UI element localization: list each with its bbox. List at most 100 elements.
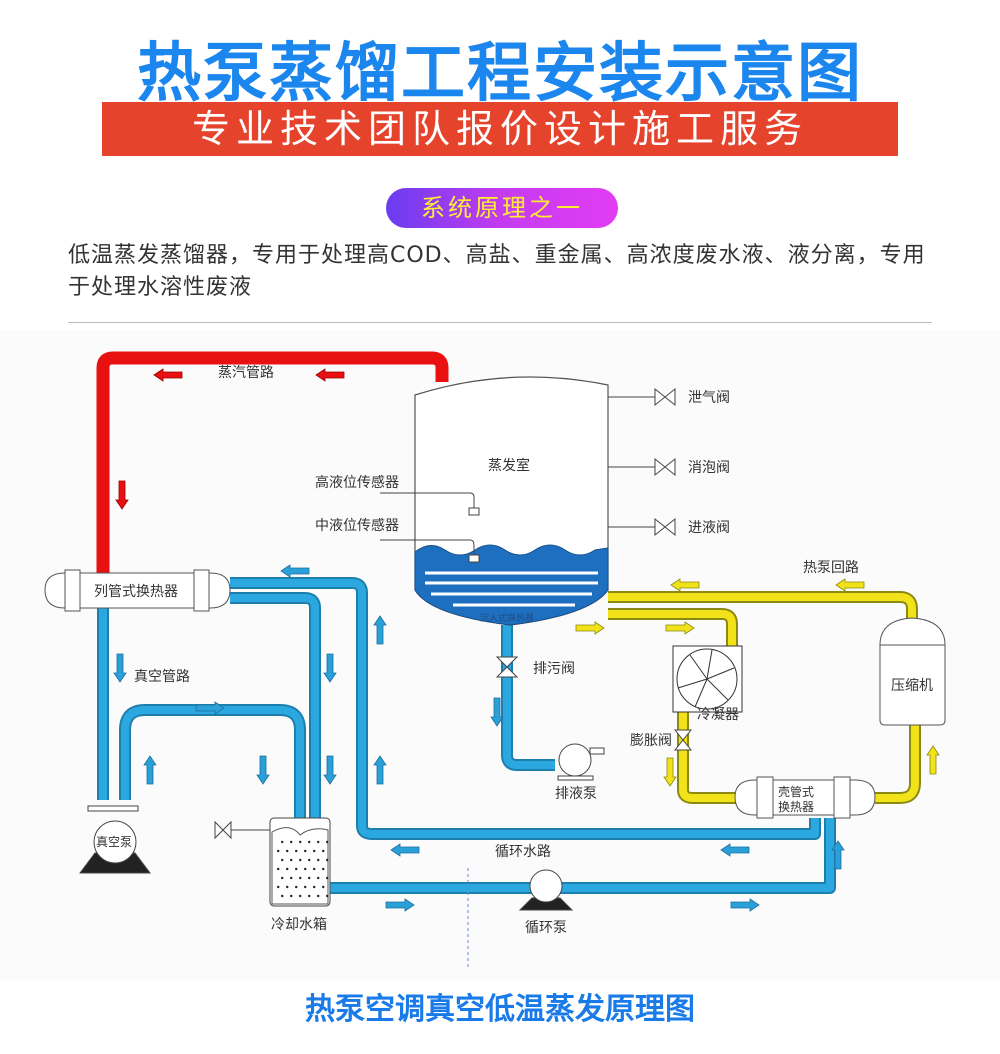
divider <box>68 322 932 323</box>
water-dot <box>313 867 316 871</box>
water-dot <box>295 849 298 853</box>
compressor <box>879 617 946 726</box>
flow-arrow-icon <box>195 701 225 715</box>
section-pill: 系统原理之一 <box>386 188 618 228</box>
high-level-sensor-icon <box>468 507 480 516</box>
label-evaporation-chamber: 蒸发室 <box>488 457 530 474</box>
mid-level-sensor-icon <box>468 554 480 563</box>
water-dot <box>317 894 320 898</box>
water-dot <box>281 858 284 862</box>
water-dot <box>299 858 302 862</box>
refrigerant-pipes-outline <box>608 591 921 804</box>
water-dot <box>304 867 307 871</box>
flow-arrow-icon <box>575 621 605 635</box>
water-pipes <box>99 579 834 892</box>
flow-arrow-icon <box>113 653 127 683</box>
drain-valve-icon <box>495 656 519 678</box>
label-immersed-heat-exchanger: 沉入式换热器 <box>480 612 534 624</box>
water-dot <box>304 885 307 889</box>
water-dot <box>299 876 302 880</box>
label-circulation-water-line: 循环水路 <box>495 844 551 860</box>
flow-arrow-icon <box>280 564 310 578</box>
description-text: 低温蒸发蒸馏器，专用于处理高COD、高盐、重金属、高浓度废水液、液分离，专用于处… <box>68 243 926 300</box>
water-dot <box>277 849 280 853</box>
tank-side-valve-icon <box>214 820 232 840</box>
water-dot <box>317 876 320 880</box>
circulation-pump <box>518 869 574 911</box>
vent-valve-icon <box>654 387 676 407</box>
water-dot <box>277 885 280 889</box>
water-dot <box>290 858 293 862</box>
water-dot <box>286 867 289 871</box>
flow-arrow-icon <box>730 898 760 912</box>
water-dot <box>322 867 325 871</box>
tank-valves <box>214 387 693 840</box>
flow-arrow-icon <box>390 843 420 857</box>
label-shell-tube-exchanger: 壳管式换热器 <box>778 784 814 814</box>
refrigerant-pipes <box>608 593 919 802</box>
water-dot <box>317 840 320 844</box>
liquid-body <box>414 544 609 626</box>
flow-arrow-icon <box>665 621 695 635</box>
label-high-level-sensor: 高液位传感器 <box>315 474 399 491</box>
defoam-valve-icon <box>654 457 676 477</box>
water-dot <box>322 849 325 853</box>
water-dot <box>313 885 316 889</box>
water-dot <box>304 849 307 853</box>
steam-pipe <box>96 351 449 575</box>
flow-arrow-icon <box>115 480 129 510</box>
label-vacuum-line: 真空管路 <box>134 669 190 685</box>
label-inlet-valve: 进液阀 <box>688 520 730 536</box>
flow-arrow-icon <box>373 755 387 785</box>
flow-arrow-icon <box>831 840 845 870</box>
water-dot <box>326 894 329 898</box>
flow-arrow-icon <box>256 755 270 785</box>
flow-arrow-icon <box>926 745 940 775</box>
label-expansion-valve: 膨胀阀 <box>630 732 672 749</box>
water-dot <box>286 849 289 853</box>
water-dot <box>326 858 329 862</box>
water-dot <box>299 894 302 898</box>
shell-tube-exchanger <box>734 776 876 819</box>
water-dot <box>290 840 293 844</box>
label-tube-heat-exchanger: 列管式换热器 <box>94 583 178 600</box>
flow-arrow-icon <box>315 368 345 382</box>
water-dot <box>322 885 325 889</box>
expansion-valve-icon <box>673 729 693 751</box>
label-cooling-water-tank: 冷却水箱 <box>271 917 327 933</box>
label-drain-pump: 排液泵 <box>555 786 597 802</box>
water-dot <box>295 867 298 871</box>
vacuum-pump <box>79 805 151 874</box>
page-title: 热泵蒸馏工程安装示意图 <box>137 37 863 111</box>
label-defoam-valve: 消泡阀 <box>688 460 730 476</box>
water-dot <box>308 894 311 898</box>
diagram-caption: 热泵空调真空低温蒸发原理图 <box>305 992 695 1027</box>
flow-arrows <box>113 368 940 912</box>
flow-arrow-icon <box>323 755 337 785</box>
flow-arrow-icon <box>720 843 750 857</box>
inlet-valve-icon <box>654 517 676 537</box>
water-dot <box>281 876 284 880</box>
flow-arrow-icon <box>663 757 677 787</box>
water-dot <box>317 858 320 862</box>
flow-arrow-icon <box>373 615 387 645</box>
condenser-fan-icon <box>672 645 743 713</box>
water-dot <box>277 867 280 871</box>
water-dot <box>286 885 289 889</box>
water-dot <box>290 894 293 898</box>
water-dot <box>290 876 293 880</box>
flow-arrow-icon <box>490 697 504 727</box>
label-vacuum-pump: 真空泵 <box>96 835 132 849</box>
water-dot <box>326 876 329 880</box>
label-vent-valve: 泄气阀 <box>688 390 730 406</box>
flow-arrow-icon <box>153 368 183 382</box>
water-dot <box>313 849 316 853</box>
cooling-water-tank <box>269 817 331 907</box>
label-condenser: 冷凝器 <box>697 707 739 723</box>
water-pipes-outline <box>97 577 836 894</box>
immersed-coil <box>425 571 598 607</box>
water-dot <box>295 885 298 889</box>
label-compressor: 压缩机 <box>891 678 933 694</box>
water-dot <box>308 840 311 844</box>
